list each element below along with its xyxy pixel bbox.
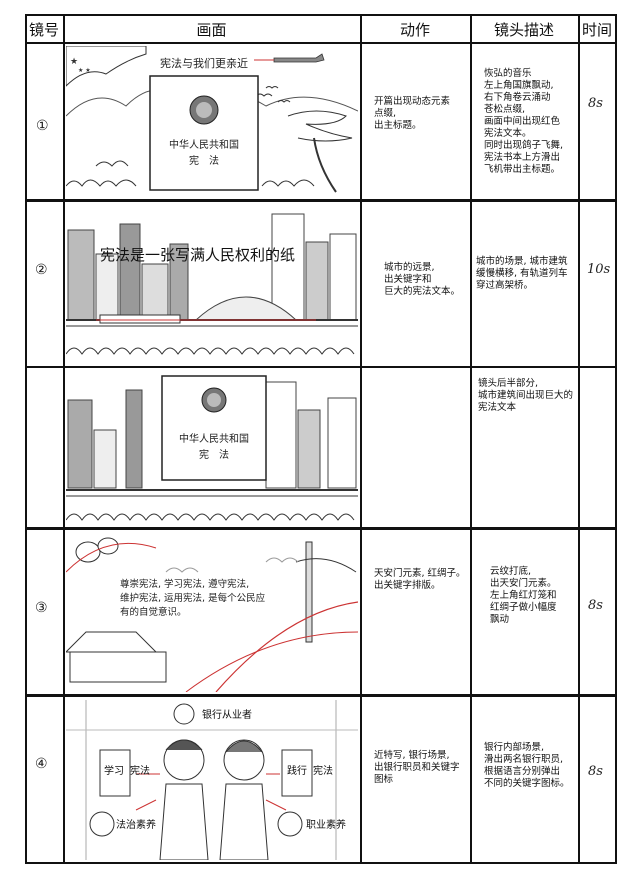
tag-constitution-right: 宪法 bbox=[313, 766, 333, 777]
description-text-1: 恢弘的音乐 左上角国旗飘动, 右下角卷云涌动 苍松点缀, 画面中间出现红色 宪法… bbox=[484, 68, 564, 175]
description-text-2: 城市的场景, 城市建筑 缓慢横移, 有轨道列车 穿过高架桥。 bbox=[476, 256, 568, 291]
col-line-3 bbox=[470, 14, 472, 864]
scene-3-book-line1: 中华人民共和国 bbox=[179, 434, 249, 445]
row-divider-1 bbox=[25, 199, 616, 202]
shot-number-4: ④ bbox=[35, 756, 48, 772]
col-line-0 bbox=[25, 14, 27, 864]
scene-bank-employees bbox=[66, 700, 358, 860]
scene-1-book-line2: 宪 法 bbox=[189, 156, 219, 167]
scene-city-skyline bbox=[66, 204, 358, 364]
scene-city-constitution-book bbox=[66, 370, 358, 525]
scene-1-title: 宪法与我们更亲近 bbox=[160, 57, 248, 70]
header-divider bbox=[25, 42, 616, 44]
tag-constitution-left: 宪法 bbox=[130, 766, 150, 777]
col-line-4 bbox=[578, 14, 580, 864]
tag-bank-worker: 银行从业者 bbox=[202, 710, 252, 721]
action-text-1: 开篇出现动态元素 点缀, 出主标题。 bbox=[374, 96, 451, 131]
header-picture: 画面 bbox=[196, 20, 227, 39]
action-text-5: 近特写, 银行场景, 出银行职员和关键字 图标 bbox=[374, 750, 460, 785]
action-text-4: 天安门元素, 红绸子。 出关键字排版。 bbox=[374, 568, 466, 591]
shot-number-1: ① bbox=[36, 118, 49, 134]
col-line-1 bbox=[63, 14, 65, 864]
description-text-3: 镜头后半部分, 城市建筑间出现巨大的 宪法文本 bbox=[478, 378, 574, 413]
shot-time-2: 10s bbox=[587, 262, 611, 277]
col-line-5 bbox=[615, 14, 617, 864]
row-divider-2 bbox=[25, 366, 616, 368]
row-divider-4 bbox=[25, 694, 616, 697]
row-divider-3 bbox=[25, 527, 616, 530]
header-shot: 镜号 bbox=[28, 20, 59, 39]
table-border-top bbox=[25, 14, 616, 16]
col-line-2 bbox=[360, 14, 362, 864]
tag-practice: 践行 bbox=[287, 766, 307, 777]
tag-study: 学习 bbox=[104, 766, 124, 777]
scene-tiananmen bbox=[66, 532, 358, 692]
scene-constitution-intro: ★ ★ ★ bbox=[66, 46, 358, 196]
table-border-bottom bbox=[25, 862, 616, 864]
shot-number-3: ③ bbox=[35, 600, 48, 616]
tag-rule-of-law: 法治素养 bbox=[116, 820, 156, 831]
svg-text:★ ★: ★ ★ bbox=[78, 67, 91, 74]
shot-time-3: 8s bbox=[588, 598, 603, 613]
header-action: 动作 bbox=[399, 20, 430, 39]
scene-4-caption: 尊崇宪法, 学习宪法, 遵守宪法, 维护宪法, 运用宪法, 是每个公民应 有的自… bbox=[120, 579, 266, 618]
svg-text:★: ★ bbox=[70, 57, 78, 67]
shot-time-4: 8s bbox=[588, 764, 603, 779]
shot-number-2: ② bbox=[35, 262, 48, 278]
header-time: 时间 bbox=[581, 20, 612, 39]
description-text-4: 云纹打底, 出天安门元素。 左上角红灯笼和 红绸子做小幅度 飘动 bbox=[490, 566, 557, 625]
scene-2-title: 宪法是一张写满人民权利的纸 bbox=[100, 246, 296, 264]
shot-time-1: 8s bbox=[588, 96, 603, 111]
scene-1-book-line1: 中华人民共和国 bbox=[169, 140, 239, 151]
tag-professionalism: 职业素养 bbox=[306, 820, 346, 831]
action-text-2: 城市的远景, 出关键字和 巨大的宪法文本。 bbox=[384, 262, 461, 297]
header-description: 镜头描述 bbox=[493, 20, 554, 39]
scene-3-book-line2: 宪 法 bbox=[199, 450, 229, 461]
description-text-5: 银行内部场景, 滑出两名银行职员, 根据语言分别弹出 不同的关键字图标。 bbox=[484, 742, 570, 789]
